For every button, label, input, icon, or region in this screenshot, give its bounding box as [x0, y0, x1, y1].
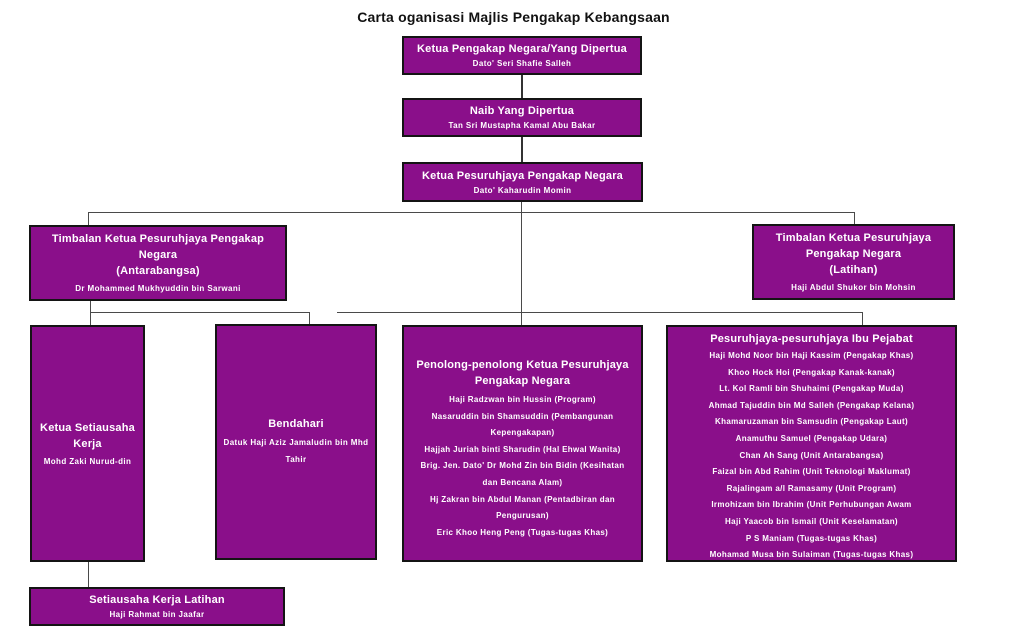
- member-item: Chan Ah Sang (Unit Antarabangsa): [739, 450, 884, 460]
- member-item: Faizal bin Abd Rahim (Unit Teknologi Mak…: [712, 467, 911, 477]
- node-title: Bendahari: [268, 417, 324, 430]
- connector-center-vertical: [521, 202, 522, 325]
- member-item: Rajalingam a/l Ramasamy (Unit Program): [726, 483, 897, 493]
- node-ketua-setiausaha-kerja: Ketua Setiausaha Kerja Mohd Zaki Nurud-d…: [30, 325, 145, 562]
- member-item: Khamaruzaman bin Samsudin (Pengakap Laut…: [714, 417, 909, 427]
- node-timbalan-latihan: Timbalan Ketua Pesuruhjaya Pengakap Nega…: [752, 224, 955, 300]
- node-person-name: Haji Rahmat bin Jaafar: [109, 610, 205, 619]
- connector-stub-latihan: [88, 562, 89, 587]
- node-ketua-pesuruhjaya: Ketua Pesuruhjaya Pengakap Negara Dato' …: [402, 162, 643, 202]
- node-person-name: Datuk Haji Aziz Jamaludin bin Mhd Tahir: [223, 437, 369, 464]
- member-item: Haji Radzwan bin Hussin (Program): [449, 395, 596, 404]
- node-pesuruhjaya-ibu-pejabat: Pesuruhjaya-pesuruhjaya Ibu Pejabat Haji…: [666, 325, 957, 562]
- member-item: Hajjah Juriah binti Sharudin (Hal Ehwal …: [424, 444, 621, 454]
- node-person-name: Dato' Seri Shafie Salleh: [472, 59, 572, 68]
- member-item: Lt. Kol Ramli bin Shuhaimi (Pengakap Mud…: [719, 384, 904, 394]
- member-item: Irmohizam bin Ibrahim (Unit Perhubungan …: [711, 500, 912, 510]
- connector-row2-horizontal-right: [337, 312, 863, 313]
- node-person-name: Mohd Zaki Nurud-din: [43, 456, 132, 466]
- member-list: Haji Radzwan bin Hussin (Program) Nasarud…: [412, 392, 633, 541]
- member-item: Anamuthu Samuel (Pengakap Udara): [735, 433, 888, 443]
- member-item: Nasaruddin bin Shamsuddin (Pembangunan K…: [431, 411, 614, 438]
- connector-row2-horizontal-left: [90, 312, 310, 313]
- member-item: Hj Zakran bin Abdul Manan (Pentadbiran d…: [429, 494, 616, 521]
- node-title: Penolong-penolong Ketua Pesuruhjaya Peng…: [416, 359, 629, 387]
- member-item: Brig. Jen. Dato' Dr Mohd Zin bin Bidin (…: [420, 461, 625, 487]
- node-title: Ketua Pengakap Negara/Yang Dipertua: [417, 43, 627, 55]
- member-item: Haji Yaacob bin Ismail (Unit Keselamatan…: [725, 516, 898, 526]
- node-bendahari: Bendahari Datuk Haji Aziz Jamaludin bin …: [215, 324, 377, 560]
- node-naib-yang-dipertua: Naib Yang Dipertua Tan Sri Mustapha Kama…: [402, 98, 642, 137]
- node-person-name: Dato' Kaharudin Momin: [473, 185, 572, 195]
- member-list: Haji Mohd Noor bin Haji Kassim (Pengakap…: [709, 348, 915, 564]
- connector-left-bracket-vertical: [90, 301, 91, 325]
- node-title: Timbalan Ketua Pesuruhjaya Pengakap Nega…: [51, 233, 265, 277]
- member-item: Eric Khoo Heng Peng (Tugas-tugas Khas): [436, 527, 609, 537]
- member-item: Khoo Hock Hoi (Pengakap Kanak-kanak): [728, 367, 895, 377]
- node-ketua-pengakap-negara: Ketua Pengakap Negara/Yang Dipertua Dato…: [402, 36, 642, 75]
- node-timbalan-antarabangsa: Timbalan Ketua Pesuruhjaya Pengakap Nega…: [29, 225, 287, 301]
- node-title: Timbalan Ketua Pesuruhjaya Pengakap Nega…: [775, 232, 932, 276]
- connector-row1-horizontal: [88, 212, 855, 213]
- connector-stub-ibu-pejabat: [862, 312, 863, 325]
- node-setiausaha-kerja-latihan: Setiausaha Kerja Latihan Haji Rahmat bin…: [29, 587, 285, 626]
- node-title: Pesuruhjaya-pesuruhjaya Ibu Pejabat: [710, 333, 913, 345]
- node-person-name: Dr Mohammed Mukhyuddin bin Sarwani: [75, 284, 241, 293]
- node-title: Naib Yang Dipertua: [469, 105, 575, 117]
- node-title: Ketua Pesuruhjaya Pengakap Negara: [421, 169, 623, 182]
- page-title: Carta oganisasi Majlis Pengakap Kebangsa…: [357, 9, 670, 25]
- connector-stub-bendahari: [309, 312, 310, 324]
- connector-row1-stub-left: [88, 212, 89, 225]
- connector-top-2: [521, 137, 523, 162]
- member-item: Ahmad Tajuddin bin Md Salleh (Pengakap K…: [708, 400, 915, 410]
- member-item: Mohamad Musa bin Sulaiman (Tugas-tugas K…: [709, 550, 914, 560]
- node-title: Ketua Setiausaha Kerja: [40, 421, 135, 450]
- connector-row1-stub-right: [854, 212, 855, 224]
- member-item: Haji Mohd Noor bin Haji Kassim (Pengakap…: [709, 351, 914, 360]
- connector-top-1: [521, 75, 523, 98]
- node-person-name: Tan Sri Mustapha Kamal Abu Bakar: [448, 121, 596, 130]
- member-item: P S Maniam (Tugas-tugas Khas): [745, 533, 878, 543]
- node-penolong-penolong: Penolong-penolong Ketua Pesuruhjaya Peng…: [402, 325, 643, 562]
- node-title: Setiausaha Kerja Latihan: [89, 594, 225, 606]
- node-person-name: Haji Abdul Shukor bin Mohsin: [791, 283, 916, 292]
